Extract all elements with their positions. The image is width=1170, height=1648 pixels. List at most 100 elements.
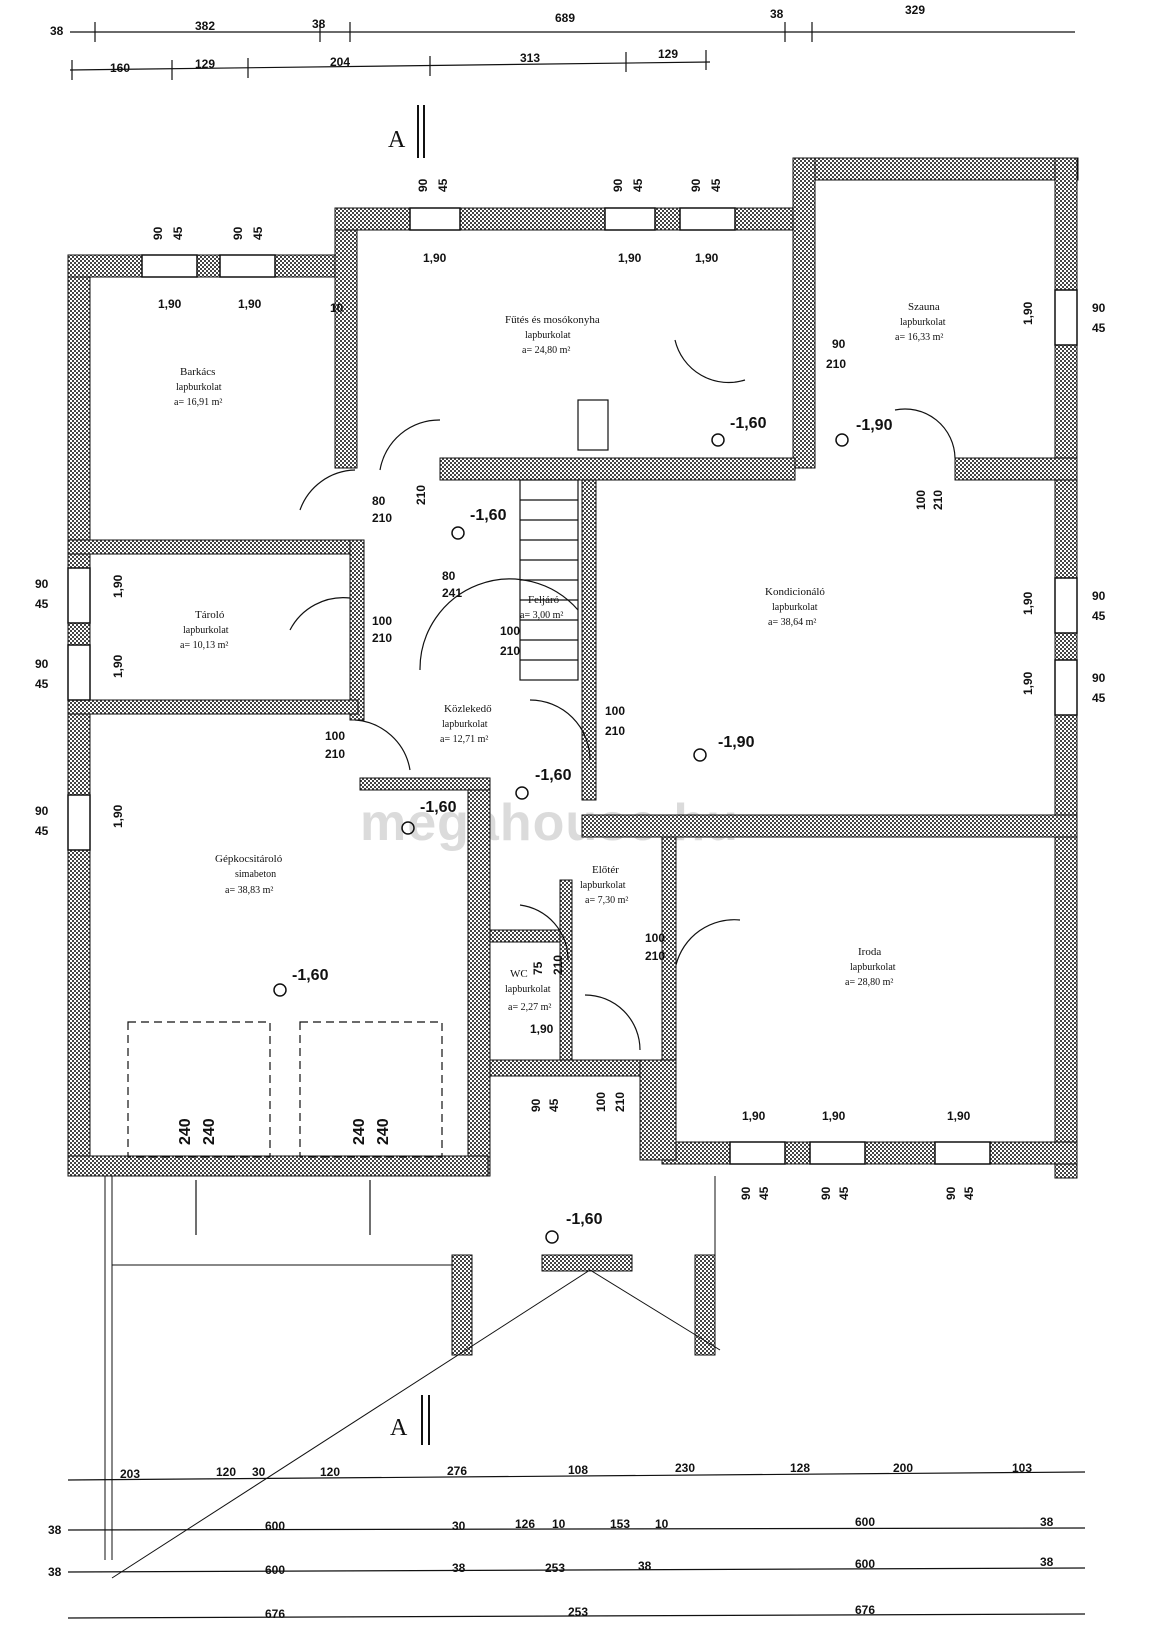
svg-text:90: 90 (35, 804, 49, 818)
room-floor: lapburkolat (772, 602, 818, 613)
staircase (419, 399, 609, 681)
win-h: 45 (709, 178, 723, 192)
svg-text:1,90: 1,90 (530, 1022, 554, 1036)
svg-text:45: 45 (35, 677, 49, 691)
level-markers (273, 433, 849, 1244)
windows (67, 207, 1078, 1165)
svg-text:100: 100 (645, 931, 665, 945)
svg-text:1,90: 1,90 (742, 1109, 766, 1123)
win-h: 45 (436, 178, 450, 192)
svg-text:100: 100 (914, 490, 928, 510)
section-marker-top: A (388, 127, 406, 153)
win-w: 90 (689, 178, 703, 192)
room-feljaro: Feljáró a= 3,00 m² (520, 594, 563, 621)
svg-text:10: 10 (655, 1517, 669, 1531)
svg-text:120: 120 (216, 1465, 236, 1479)
room-area: a= 28,80 m² (845, 977, 893, 988)
room-gepkocsitarolo: Gépkocsitároló simabeton a= 38,83 m² (215, 853, 283, 896)
sill: 1,90 (238, 297, 262, 311)
room-area: a= 7,30 m² (585, 895, 628, 906)
svg-text:38: 38 (638, 1559, 652, 1573)
sill: 1,90 (423, 251, 447, 265)
svg-text:90: 90 (529, 1098, 543, 1112)
room-floor: lapburkolat (900, 317, 946, 328)
svg-text:45: 45 (837, 1186, 851, 1200)
room-name: Előtér (592, 864, 619, 876)
garage-labels: 240 240 240 240 (177, 1118, 392, 1145)
dim-top2-2: 204 (330, 55, 350, 69)
svg-text:153: 153 (610, 1517, 630, 1531)
top-dimension-row-2 (69, 50, 711, 80)
garage-door-lines (195, 1180, 371, 1235)
bottom-row-1: 203 120 30 120 276 108 230 128 200 103 (120, 1461, 1032, 1481)
svg-text:30: 30 (252, 1465, 266, 1479)
dim-top1-1: 382 (195, 19, 215, 33)
dim-top2-1: 129 (195, 57, 215, 71)
room-name: Fűtés és mosókonyha (505, 314, 600, 326)
room-floor: lapburkolat (176, 382, 222, 393)
svg-text:600: 600 (265, 1519, 285, 1533)
east-window-labels: 90 45 1,90 90 45 1,90 90 45 1,90 (1021, 301, 1106, 705)
svg-text:30: 30 (452, 1519, 466, 1533)
room-iroda: Iroda lapburkolat a= 28,80 m² (845, 946, 896, 988)
section-marker-bottom: A (390, 1415, 408, 1441)
svg-text:253: 253 (545, 1561, 565, 1575)
svg-text:45: 45 (35, 824, 49, 838)
svg-text:210: 210 (605, 724, 625, 738)
svg-text:90: 90 (35, 657, 49, 671)
room-barkacs: Barkács lapburkolat a= 16,91 m² (174, 366, 222, 408)
svg-text:100: 100 (605, 704, 625, 718)
svg-text:90: 90 (832, 337, 846, 351)
room-area: a= 38,64 m² (768, 617, 816, 628)
svg-text:10: 10 (552, 1517, 566, 1531)
room-name: Feljáró (528, 594, 560, 606)
svg-text:90: 90 (1092, 671, 1106, 685)
door-labels: 80 210 210 80 241 100 210 100 210 100 21… (325, 337, 945, 1112)
svg-text:1,90: 1,90 (822, 1109, 846, 1123)
room-kozlekedo: Közlekedő lapburkolat a= 12,71 m² (440, 703, 492, 745)
sill: 1,90 (158, 297, 182, 311)
sill: 1,90 (695, 251, 719, 265)
level-szauna: -1,90 (856, 417, 893, 434)
svg-text:45: 45 (1092, 609, 1106, 623)
svg-text:45: 45 (1092, 691, 1106, 705)
top-dimension-row-1 (70, 22, 1075, 42)
driveway (104, 1176, 721, 1579)
svg-text:230: 230 (675, 1461, 695, 1475)
room-eloter: Előtér lapburkolat a= 7,30 m² (580, 864, 628, 906)
room-area: a= 16,91 m² (174, 397, 222, 408)
room-area: a= 12,71 m² (440, 734, 488, 745)
window-labels: 90 45 90 45 90 45 90 45 90 45 1,90 1,90 … (151, 178, 723, 315)
dim-top1-3: 689 (555, 11, 575, 25)
room-area: a= 38,83 m² (225, 885, 273, 896)
room-name: Iroda (858, 946, 881, 958)
svg-text:126: 126 (515, 1517, 535, 1531)
room-floor: lapburkolat (505, 984, 551, 995)
svg-text:38: 38 (48, 1565, 62, 1579)
win-w: 90 (231, 226, 245, 240)
svg-text:210: 210 (551, 955, 565, 975)
bottom-row-4: 676 253 676 (265, 1603, 875, 1621)
svg-text:210: 210 (613, 1092, 627, 1112)
svg-text:210: 210 (500, 644, 520, 658)
svg-text:80: 80 (442, 569, 456, 583)
svg-text:38: 38 (1040, 1555, 1054, 1569)
svg-text:210: 210 (931, 490, 945, 510)
room-floor: lapburkolat (580, 880, 626, 891)
win-w: 90 (611, 178, 625, 192)
garage-doors (127, 1021, 443, 1158)
svg-text:600: 600 (855, 1557, 875, 1571)
svg-text:90: 90 (1092, 301, 1106, 315)
room-tarolo: Tároló lapburkolat a= 10,13 m² (180, 609, 229, 651)
svg-text:103: 103 (1012, 1461, 1032, 1475)
room-area: a= 16,33 m² (895, 332, 943, 343)
svg-text:600: 600 (265, 1563, 285, 1577)
svg-text:90: 90 (944, 1186, 958, 1200)
door-arcs (289, 339, 956, 1051)
svg-text:240: 240 (375, 1118, 392, 1145)
room-area: a= 24,80 m² (522, 345, 570, 356)
dim-top1-4: 38 (770, 7, 784, 21)
svg-text:241: 241 (442, 586, 462, 600)
svg-text:38: 38 (48, 1523, 62, 1537)
win-w: 90 (151, 226, 165, 240)
